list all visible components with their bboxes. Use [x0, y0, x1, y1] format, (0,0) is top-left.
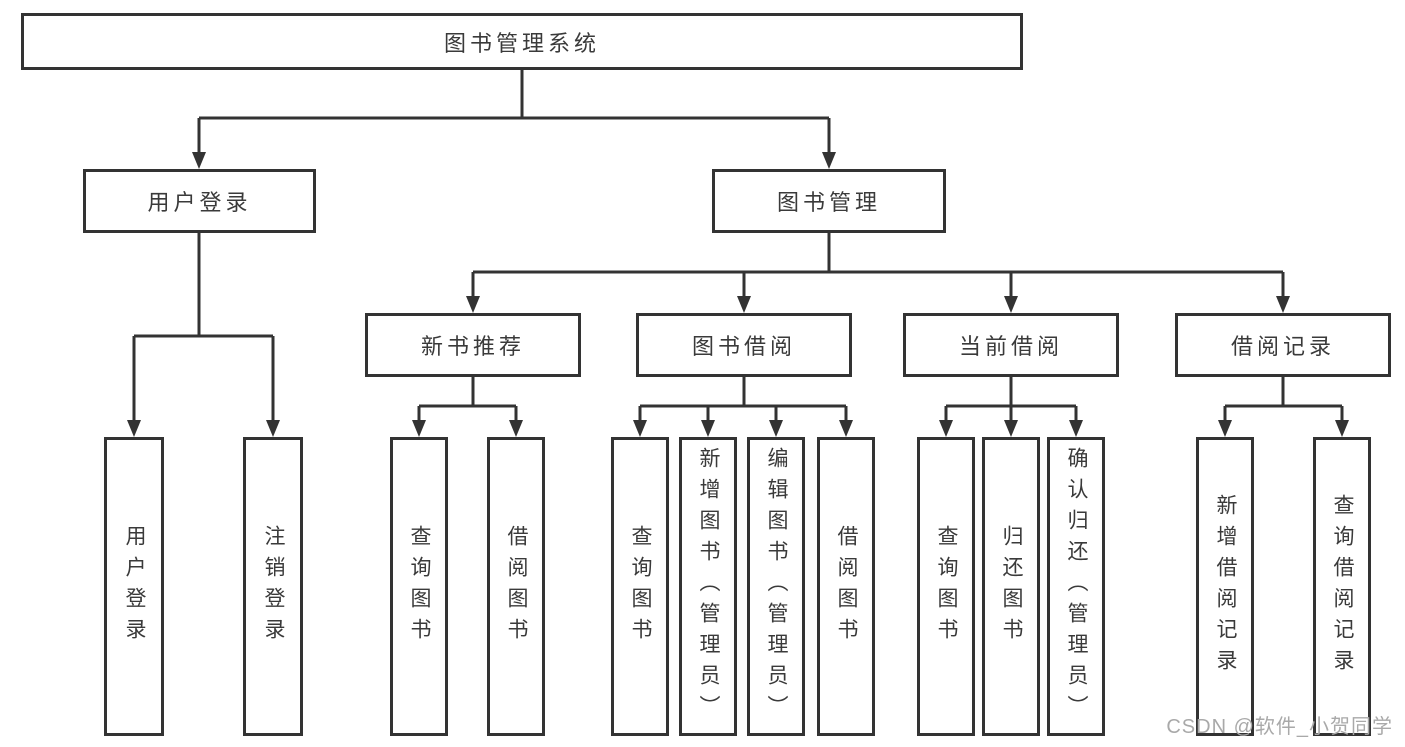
node-label: 图书管理: [776, 190, 881, 215]
arrowheads: [127, 152, 1349, 437]
node-book-borrow: 图书借阅: [636, 313, 852, 377]
node-leaf-edit-book-admin: 编辑图书（管理员）: [747, 437, 805, 736]
node-label: 借阅图书: [835, 524, 858, 649]
node-label: 查询图书: [935, 524, 958, 649]
node-label: 图书借阅: [691, 334, 796, 359]
node-leaf-borrow-books-1: 借阅图书: [487, 437, 545, 736]
node-label: 查询图书: [408, 524, 431, 649]
node-label: 编辑图书（管理员）: [765, 447, 788, 726]
node-label: 新书推荐: [420, 334, 525, 359]
node-label: 新增图书（管理员）: [697, 447, 720, 726]
node-label: 图书管理系统: [443, 30, 600, 56]
node-leaf-add-borrow-record: 新增借阅记录: [1196, 437, 1254, 736]
node-leaf-borrow-books-2: 借阅图书: [817, 437, 875, 736]
node-book-management: 图书管理: [712, 169, 946, 233]
node-label: 用户登录: [123, 524, 146, 649]
node-borrow-records: 借阅记录: [1175, 313, 1391, 377]
node-label: 当前借阅: [958, 334, 1063, 359]
node-label: 确认归还（管理员）: [1065, 447, 1088, 726]
node-leaf-logout: 注销登录: [243, 437, 303, 736]
node-leaf-confirm-return-admin: 确认归还（管理员）: [1047, 437, 1105, 736]
node-leaf-user-login: 用户登录: [104, 437, 164, 736]
node-current-borrow: 当前借阅: [903, 313, 1119, 377]
node-label: 注销登录: [262, 524, 285, 649]
node-leaf-return-books: 归还图书: [982, 437, 1040, 736]
node-label: 新增借阅记录: [1214, 493, 1237, 680]
node-label: 借阅图书: [505, 524, 528, 649]
node-label: 归还图书: [1000, 524, 1023, 649]
node-label: 用户登录: [147, 190, 252, 215]
node-leaf-query-borrow-record: 查询借阅记录: [1313, 437, 1371, 736]
node-label: 借阅记录: [1230, 334, 1335, 359]
node-leaf-query-books-3: 查询图书: [917, 437, 975, 736]
node-root-system: 图书管理系统: [21, 13, 1023, 70]
node-leaf-add-book-admin: 新增图书（管理员）: [679, 437, 737, 736]
watermark: CSDN @软件_小贺同学: [1166, 716, 1393, 738]
node-leaf-query-books-2: 查询图书: [611, 437, 669, 736]
node-label: 查询图书: [629, 524, 652, 649]
node-label: 查询借阅记录: [1331, 493, 1354, 680]
connector-path: [132, 70, 1344, 421]
node-leaf-query-books-1: 查询图书: [390, 437, 448, 736]
node-new-book-recommend: 新书推荐: [365, 313, 581, 377]
node-user-login: 用户登录: [83, 169, 316, 233]
